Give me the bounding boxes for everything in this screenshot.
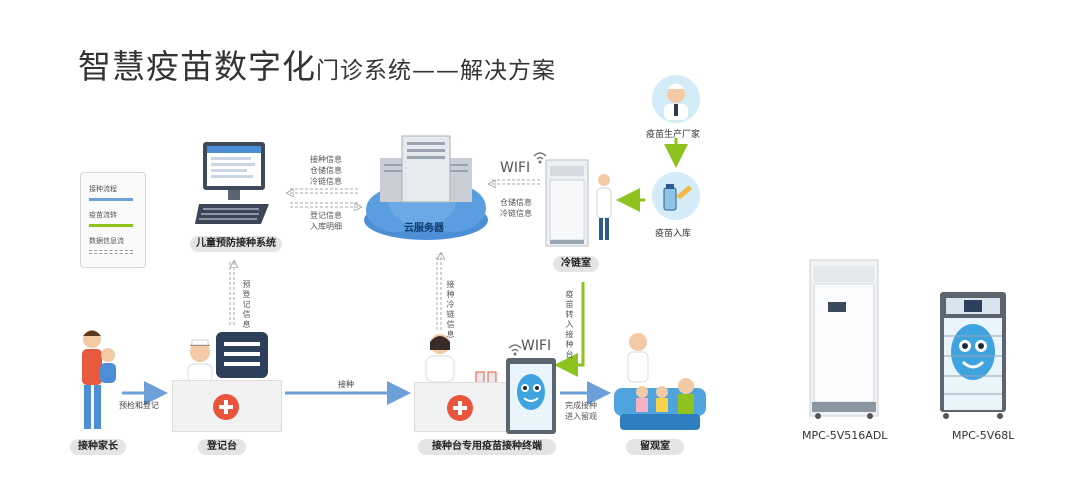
edge-cold-to-cloud <box>490 180 540 184</box>
info-line: 进入留观 <box>565 412 597 421</box>
registration-desk <box>172 380 282 432</box>
info-line: 登记信息 <box>310 211 342 220</box>
legend-data-line <box>89 250 133 254</box>
legend-data-label: 数据信息流 <box>89 237 124 245</box>
parent-label: 接种家长 <box>70 439 126 455</box>
edge-reg-to-system <box>230 262 234 325</box>
legend: 接种流程 疫苗流转 数据信息流 <box>80 172 146 268</box>
medical-cross-icon <box>213 394 239 420</box>
manufacturer-icon <box>652 75 700 123</box>
terminal-label: 接种台专用疫苗接种终端 <box>418 439 556 455</box>
cloud-server-icon <box>364 135 488 240</box>
cold-wifi-label: WIFI <box>500 160 531 176</box>
legend-vaccine-label: 疫苗流转 <box>89 211 117 219</box>
edge-cold-to-terminal <box>554 282 585 377</box>
device-model-label: MPC-5V68L <box>952 429 1015 442</box>
vaccine-in-label: 疫苗入库 <box>655 229 692 239</box>
vaccine-in-icon <box>652 172 700 220</box>
cold-room-label: 冷链室 <box>553 256 599 272</box>
legend-flow-line <box>89 198 133 201</box>
info-line: 冷链信息 <box>310 177 342 186</box>
terminal-to-cloud-info: 接种冷链信息 <box>446 280 455 339</box>
wifi-icon <box>508 344 522 356</box>
cold-room-icon <box>545 159 612 247</box>
system-to-cloud-info: 登记信息 入库明细 <box>301 210 351 232</box>
reg-to-system-info: 预登记信息 <box>242 280 251 329</box>
edge-terminal-to-cloud <box>437 254 441 330</box>
medical-cross-icon <box>447 395 473 421</box>
reg-to-terminal-label: 接种 <box>338 380 354 389</box>
manufacturer-label: 疫苗生产厂家 <box>646 130 701 140</box>
doctor-figure-icon <box>425 334 455 382</box>
vaccine-vials-icon <box>475 371 497 384</box>
observation-label: 留观室 <box>626 439 684 455</box>
info-line: 完成接种 <box>565 401 597 410</box>
child-system-label: 儿童预防接种系统 <box>190 236 282 252</box>
computer-icon <box>195 142 269 224</box>
page-title: 智慧疫苗数字化门诊系统——解决方案 <box>78 40 556 88</box>
vaccine-terminal-icon <box>506 358 556 434</box>
info-line: 入库明细 <box>310 222 342 231</box>
registration-label: 登记台 <box>198 439 246 455</box>
title-main: 智慧疫苗数字化 <box>78 47 316 86</box>
parent-figure-icon <box>82 330 116 429</box>
info-line: 接种信息 <box>310 155 342 164</box>
legend-flow-label: 接种流程 <box>89 185 117 193</box>
observation-room-icon <box>614 333 706 430</box>
edge-system-to-cloud <box>290 203 360 207</box>
title-sub: 门诊系统——解决方案 <box>316 58 556 84</box>
info-line: 仓储信息 <box>310 166 342 175</box>
parent-to-reg-label: 预检和登记 <box>119 401 159 410</box>
fridge-device-icon <box>809 259 879 419</box>
device-model-label: MPC-5V516ADL <box>802 429 888 442</box>
terminal-device-icon <box>940 292 1006 419</box>
cold-to-cloud-info: 仓储信息 冷链信息 <box>494 197 538 219</box>
registration-nurse-icon <box>187 332 268 382</box>
terminal-wifi-label: WIFI <box>521 338 552 354</box>
cloud-label: 云服务器 <box>404 223 444 234</box>
cold-to-terminal-info: 疫苗转入接种台 <box>565 290 574 359</box>
terminal-desk <box>414 382 508 432</box>
wifi-icon <box>533 152 547 164</box>
edge-cloud-to-system <box>288 189 358 193</box>
terminal-to-obs-info: 完成接种 进入留观 <box>556 400 606 422</box>
legend-vaccine-line <box>89 224 133 227</box>
cloud-to-system-info: 接种信息 仓储信息 冷链信息 <box>301 154 351 187</box>
info-line: 冷链信息 <box>500 209 532 218</box>
info-line: 仓储信息 <box>500 198 532 207</box>
